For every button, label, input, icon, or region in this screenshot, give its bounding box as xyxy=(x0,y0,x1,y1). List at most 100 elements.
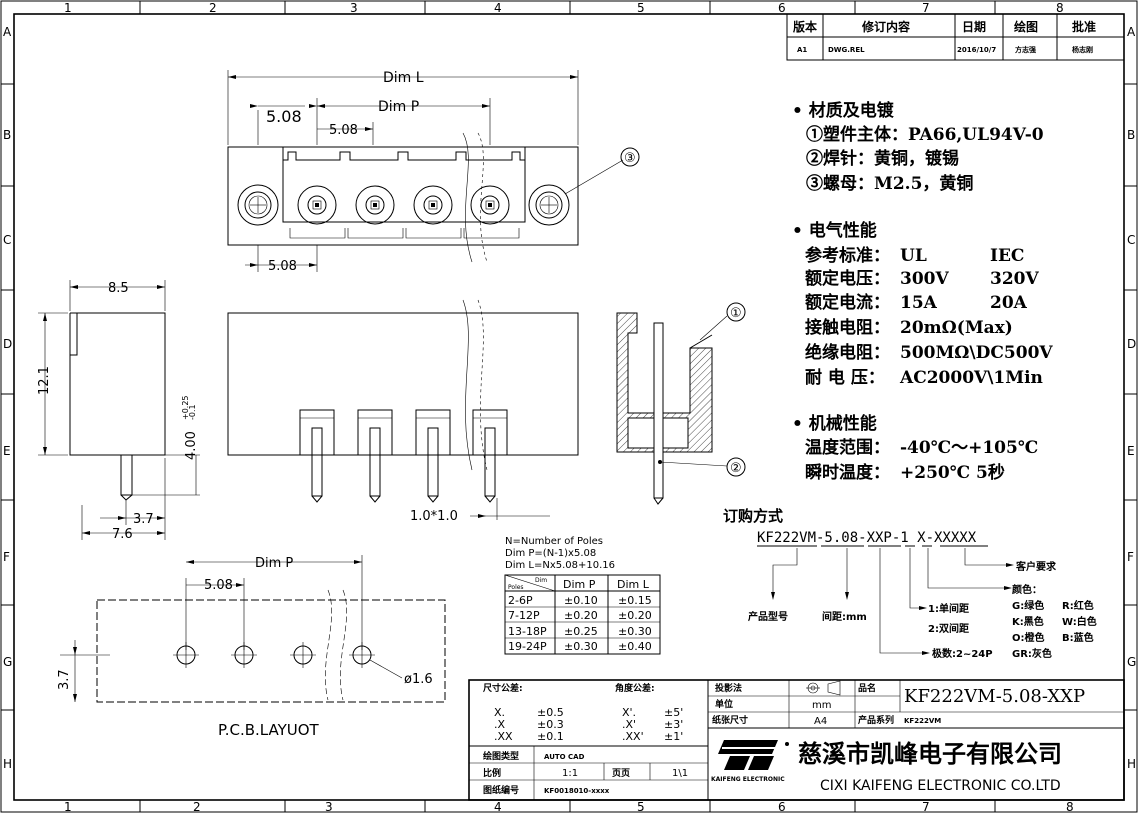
grid-col-bottom-1: 1 xyxy=(64,800,72,814)
rev-drawn: 方志强 xyxy=(1015,45,1036,54)
order-color-gr: GR:灰色 xyxy=(1012,647,1052,660)
elec-v2-1: 320V xyxy=(990,269,1039,289)
formula-line-2: Dim P=(N-1)x5.08 xyxy=(505,548,596,559)
tolerance-lower: -0.1 xyxy=(188,404,197,420)
formula-line-3: Dim L=Nx5.08+10.16 xyxy=(505,560,615,571)
elec-label-2: 额定电流： xyxy=(805,292,890,313)
table-r2-c0: 13-18P xyxy=(508,625,547,638)
mech-value-0: -40℃～+105℃ xyxy=(900,438,1038,458)
order-color-k: K:黑色 xyxy=(1012,615,1044,628)
elec-label-0: 参考标准： xyxy=(805,245,890,266)
tb-projection-label: 投影法 xyxy=(715,682,742,694)
pcb-layout xyxy=(60,555,446,703)
elec-label-1: 额定电压： xyxy=(805,268,890,289)
dim-37-label: 3.7 xyxy=(133,512,154,527)
dim-l-label: Dim L xyxy=(383,70,424,86)
table-r2-c1: ±0.25 xyxy=(564,625,598,638)
materials-title: • 材质及电镀 xyxy=(792,100,895,121)
tb-tol-r0-c1: ±0.5 xyxy=(537,706,564,719)
tb-tol-r2-c3: ±1' xyxy=(664,730,683,743)
rev-head-approved: 批准 xyxy=(1072,19,1096,34)
grid-col-bottom-2: 2 xyxy=(193,800,201,814)
grid-col-bottom-5: 5 xyxy=(637,800,645,814)
order-color-title: 颜色： xyxy=(1012,583,1042,596)
mech-value-1: +250℃ 5秒 xyxy=(900,462,1005,483)
elec-v1-2: 15A xyxy=(900,293,938,313)
order-pitch: 间距:mm xyxy=(822,610,867,623)
grid-row-a: A xyxy=(3,25,12,39)
tb-sheet-value: A4 xyxy=(814,716,827,727)
elec-v2-2: 20A xyxy=(990,293,1028,313)
height-400-label: 4.00 xyxy=(184,431,199,460)
grid-row-c-right: C xyxy=(1127,233,1135,247)
pcb-hole-size: ø1.6 xyxy=(404,672,433,687)
rev-version: A1 xyxy=(797,46,807,54)
grid-col-top-8: 8 xyxy=(1056,1,1064,15)
grid-col-top-1: 1 xyxy=(64,1,72,15)
pcb-hole-4 xyxy=(349,642,375,668)
electrical-title: • 电气性能 xyxy=(792,220,877,241)
front-view xyxy=(227,299,579,520)
table-r1-c1: ±0.20 xyxy=(564,609,598,622)
tb-sheet-label: 纸张尺寸 xyxy=(712,714,748,726)
front-pin-3 xyxy=(415,409,451,503)
grid-row-e: E xyxy=(3,444,11,458)
order-color-o: O:橙色 xyxy=(1012,631,1045,644)
order-color-g: G:绿色 xyxy=(1012,599,1044,612)
table-head-poles: Poles xyxy=(508,584,524,591)
tb-tol-title: 尺寸公差: xyxy=(483,682,523,694)
tb-tol-r1-c0: .X xyxy=(494,718,505,731)
tb-company-cn: 慈溪市凯峰电子有限公司 xyxy=(798,740,1062,768)
front-pin-1 xyxy=(299,409,335,503)
pcb-dim-37: 3.7 xyxy=(57,669,72,690)
pcb-pitch: 5.08 xyxy=(204,578,233,593)
table-r3-c0: 19-24P xyxy=(508,640,547,653)
tb-page-value: 1\1 xyxy=(672,768,688,779)
terminal-pole-2 xyxy=(355,185,395,225)
tb-tol-r2-c1: ±0.1 xyxy=(537,730,564,743)
revision-table: 版本 修订内容 日期 绘图 批准 A1 DWG.REL 2016/10/7 方志… xyxy=(786,13,1125,61)
tb-scale-value: 1:1 xyxy=(562,768,578,779)
grid-row-d-right: D xyxy=(1127,337,1136,351)
section-view xyxy=(616,302,746,505)
rev-date: 2016/10/7 xyxy=(957,46,996,54)
front-pin-4 xyxy=(472,409,508,503)
tb-tol-r1-c1: ±0.3 xyxy=(537,718,564,731)
elec-v1-3: 20mΩ(Max) xyxy=(900,318,1013,338)
grid-col-bottom-7: 7 xyxy=(922,800,930,814)
terminal-pole-4 xyxy=(470,185,510,225)
title-block xyxy=(468,679,1125,801)
tb-unit-label: 单位 xyxy=(715,698,733,710)
tb-tol-r1-c2: .X' xyxy=(622,718,636,731)
grid-col-bottom-3: 3 xyxy=(325,800,333,814)
mech-label-1: 瞬时温度： xyxy=(805,462,890,483)
front-pin-2 xyxy=(357,409,393,503)
order-single: 1:单间距 xyxy=(928,602,969,615)
pcb-dim-p: Dim P xyxy=(255,556,293,571)
table-head-p: Dim P xyxy=(563,578,596,591)
grid-row-d: D xyxy=(3,337,12,351)
tb-series-label: 产品系列 xyxy=(858,714,894,726)
elec-label-3: 接触电阻： xyxy=(805,317,890,338)
formula-line-1: N=Number of Poles xyxy=(505,536,603,547)
tb-tol-r0-c0: X. xyxy=(494,706,505,719)
height-121-label: 12.1 xyxy=(37,366,52,395)
table-r0-c1: ±0.10 xyxy=(564,594,598,607)
table-r1-c2: ±0.20 xyxy=(618,609,652,622)
rev-head-drawn: 绘图 xyxy=(1014,19,1038,34)
dim-p-label: Dim P xyxy=(378,99,419,115)
grid-col-top-6: 6 xyxy=(778,1,786,15)
pitch-label-left: 5.08 xyxy=(266,107,302,126)
tb-tol-r2-c2: .XX' xyxy=(622,730,644,743)
tb-tol-r1-c3: ±3' xyxy=(664,718,683,731)
table-r0-c0: 2-6P xyxy=(508,594,533,607)
table-r3-c2: ±0.40 xyxy=(618,640,652,653)
mechanical-title: • 机械性能 xyxy=(792,413,877,434)
elec-v2-0: IEC xyxy=(990,246,1024,266)
materials-line-2: ②焊针：黄铜，镀锡 xyxy=(806,148,959,169)
grid-row-f: F xyxy=(3,550,10,564)
mech-label-0: 温度范围： xyxy=(805,437,890,458)
grid-col-top-3: 3 xyxy=(350,1,358,15)
